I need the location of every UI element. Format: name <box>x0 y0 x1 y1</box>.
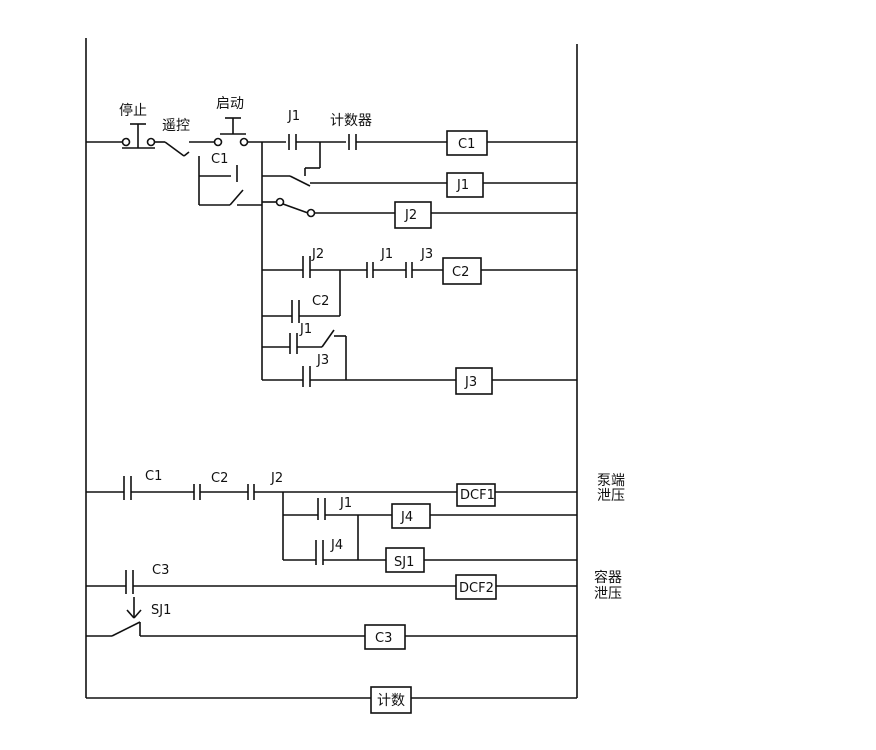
c3-coil-label: C3 <box>375 631 392 646</box>
j1-contact-label: J1 <box>287 109 300 124</box>
rung-c3 <box>86 597 577 650</box>
counter-coil-label: 计数 <box>377 693 405 709</box>
j1-coil-label: J1 <box>456 178 469 193</box>
j3-contact-label: J3 <box>420 247 433 262</box>
j1-contact-label-4: J1 <box>339 496 352 511</box>
rung-j3 <box>262 329 577 395</box>
c1-coil <box>446 130 488 156</box>
j4-coil <box>391 503 431 529</box>
dcf1-coil <box>456 483 496 507</box>
rung-j1-j2 <box>262 142 577 229</box>
stop-button <box>121 123 156 149</box>
c1-seal-branch <box>198 142 263 270</box>
rung-counter <box>86 686 577 714</box>
rung-dcf2 <box>86 570 577 600</box>
c1-coil-label: C1 <box>458 137 475 152</box>
counter-contact-label: 计数器 <box>330 113 372 129</box>
sj1-contact-label: SJ1 <box>151 603 171 618</box>
sj1-coil <box>385 547 425 573</box>
rung-main <box>86 117 577 157</box>
j1-coil <box>446 172 484 198</box>
counter-coil <box>370 686 412 714</box>
rung-dcf1 <box>86 476 577 573</box>
j3-coil-label: J3 <box>464 375 477 390</box>
j1-contact-label-2: J1 <box>380 247 393 262</box>
j2-contact-label-2: J2 <box>270 471 283 486</box>
j4-coil-label: J4 <box>400 510 413 525</box>
vessel-relief-note-line1: 容器 <box>594 569 622 586</box>
j2-coil-label: J2 <box>404 208 417 223</box>
vessel-relief-note-line2: 泄压 <box>594 586 622 602</box>
j3-contact-label-2: J3 <box>316 353 329 368</box>
c1-contact-label-2: C1 <box>145 469 162 484</box>
c3-contact-label: C3 <box>152 563 169 578</box>
c2-coil <box>442 257 482 285</box>
sj1-coil-label: SJ1 <box>394 555 414 570</box>
j4-contact-label: J4 <box>330 538 343 553</box>
c2-contact-label: C2 <box>312 294 329 309</box>
c1-contact-label: C1 <box>211 152 228 167</box>
c3-coil <box>364 624 406 650</box>
remote-contact <box>164 141 185 157</box>
remote-label: 遥控 <box>162 118 190 134</box>
pump-relief-note-line1: 泵端 <box>597 473 625 489</box>
start-label: 启动 <box>216 96 244 112</box>
dcf2-coil <box>455 574 497 600</box>
j2-coil <box>394 201 432 229</box>
dcf1-coil-label: DCF1 <box>460 488 495 503</box>
stop-label: 停止 <box>119 102 147 119</box>
rung-c2 <box>261 256 577 380</box>
j2-contact-label: J2 <box>311 247 324 262</box>
pump-relief-note-line2: 泄压 <box>597 488 625 504</box>
dcf2-coil-label: DCF2 <box>459 581 494 596</box>
c2-coil-label: C2 <box>452 265 469 280</box>
start-button <box>213 117 249 147</box>
j1-contact-label-3: J1 <box>299 322 312 337</box>
c2-contact-label-2: C2 <box>211 471 228 486</box>
j3-coil <box>455 367 493 395</box>
